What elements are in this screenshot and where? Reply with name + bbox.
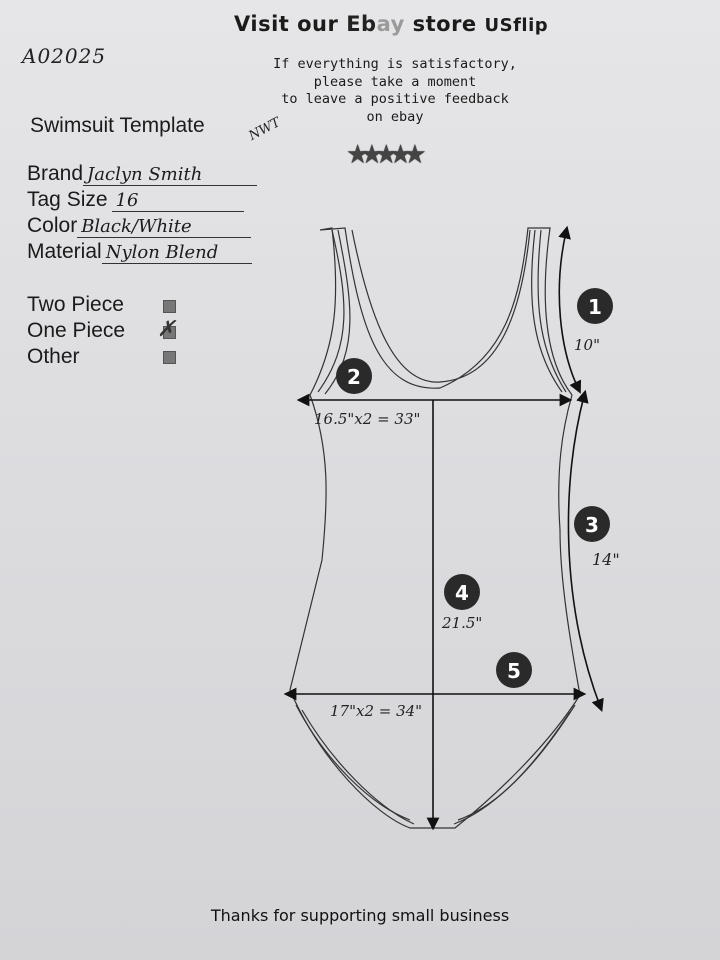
field-brand-value: Jaclyn Smith <box>83 164 258 186</box>
rating-stars-icon: ★★★★★ <box>346 139 426 169</box>
measurement-badge-4: 4 <box>444 574 480 610</box>
field-color-value: Black/White <box>77 216 252 238</box>
store-name: USflip <box>484 15 549 36</box>
option-one-piece-checkbox <box>163 326 176 339</box>
measurement-badge-1: 1 <box>577 288 613 324</box>
option-two-piece-checkbox <box>163 300 176 313</box>
field-tag-size-value: 16 <box>111 190 244 212</box>
template-title: Swimsuit Template <box>30 114 205 137</box>
measurement-value-5: 17"x2 = 34" <box>330 702 422 720</box>
option-other-checkbox <box>163 351 176 364</box>
swimsuit-outline <box>289 227 581 829</box>
option-one-piece-label: One Piece <box>27 319 126 342</box>
option-two-piece-label: Two Piece <box>27 293 124 316</box>
svg-text:1: 1 <box>588 295 602 319</box>
feedback-note: If everything is satisfactory, please ta… <box>273 56 517 125</box>
svg-text:3: 3 <box>585 513 599 537</box>
svg-text:2: 2 <box>347 365 361 389</box>
measurement-value-2: 16.5"x2 = 33" <box>314 410 420 428</box>
field-material-value: Nylon Blend <box>101 242 252 264</box>
option-other-label: Other <box>27 345 80 368</box>
store-title: Visit our Ebay store USflip <box>234 12 549 36</box>
measurement-badge-5: 5 <box>496 652 532 688</box>
measurement-badge-2: 2 <box>336 358 372 394</box>
svg-text:4: 4 <box>455 581 469 605</box>
svg-text:5: 5 <box>507 659 521 683</box>
footer-note: Thanks for supporting small business <box>210 906 510 925</box>
measurement-value-1: 10" <box>574 336 600 354</box>
measurement-value-4: 21.5" <box>441 614 482 632</box>
sku-code: A02025 <box>22 44 107 68</box>
check-mark-icon: ✗ <box>157 317 176 342</box>
measurement-value-3: 14" <box>592 550 620 569</box>
measurement-badge-3: 3 <box>574 506 610 542</box>
